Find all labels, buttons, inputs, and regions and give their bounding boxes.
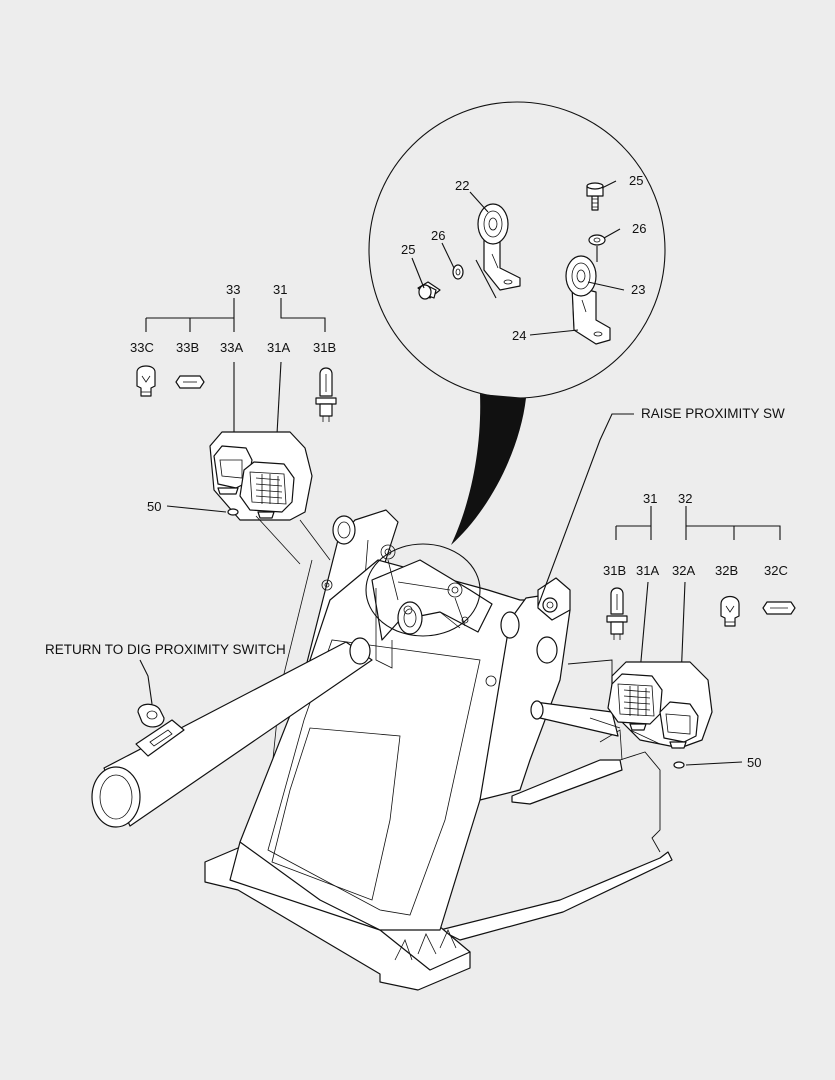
label-24: 24	[512, 328, 526, 343]
label-return-to-dig: RETURN TO DIG PROXIMITY SWITCH	[45, 642, 286, 657]
label-32b: 32B	[715, 563, 738, 578]
proximity-switch-icon	[137, 703, 165, 728]
label-50-left: 50	[147, 499, 161, 514]
bulb-33c-icon	[136, 365, 156, 397]
label-26-left: 26	[431, 228, 445, 243]
bracket-23-icon	[565, 255, 611, 345]
label-33: 33	[226, 282, 240, 297]
label-31b-right: 31B	[603, 563, 626, 578]
label-32a: 32A	[672, 563, 695, 578]
label-raise-proximity: RAISE PROXIMITY SW	[641, 406, 785, 421]
bracket-22-icon	[477, 203, 521, 291]
label-31b-left: 31B	[313, 340, 336, 355]
label-23: 23	[631, 282, 645, 297]
label-33c: 33C	[130, 340, 154, 355]
label-31a-right: 31A	[636, 563, 659, 578]
washer-26b-icon	[588, 234, 606, 246]
halogen-bulb-31b-icon	[315, 367, 337, 422]
label-25-left: 25	[401, 242, 415, 257]
label-22: 22	[455, 178, 469, 193]
bolt-25b-icon	[586, 182, 604, 211]
work-lamp-31a-icon	[239, 461, 295, 519]
left-lamp-group: 33 31 33C 33B 33A 31A 31B	[130, 282, 337, 565]
label-33b: 33B	[176, 340, 199, 355]
label-50-right: 50	[747, 755, 761, 770]
loader-frame	[91, 509, 673, 991]
return-to-dig-proximity-switch: RETURN TO DIG PROXIMITY SWITCH	[45, 642, 286, 757]
right-lamp-group: 31 32 31B 31A 32A 32B 32C	[589, 491, 796, 770]
festoon-bulb-32c-icon	[762, 601, 796, 615]
halogen-bulb-31b-right-icon	[606, 587, 628, 640]
washer-26-icon	[452, 264, 464, 280]
label-26-right: 26	[632, 221, 646, 236]
detail-inset: 22 25 26 26 25 23 24	[368, 101, 666, 545]
bolt-25-icon	[417, 281, 441, 300]
bulb-32b-icon	[720, 595, 740, 627]
label-25-right: 25	[629, 173, 643, 188]
label-32: 32	[678, 491, 692, 506]
label-31-left: 31	[273, 282, 287, 297]
label-32c: 32C	[764, 563, 788, 578]
festoon-bulb-33b-icon	[175, 375, 205, 389]
washer-50-right-icon	[673, 761, 685, 769]
inset-pointer	[451, 394, 526, 545]
label-33a: 33A	[220, 340, 243, 355]
washer-50-icon	[227, 508, 239, 516]
label-31a-left: 31A	[267, 340, 290, 355]
work-lamp-32a-icon	[659, 701, 699, 749]
label-31-right: 31	[643, 491, 657, 506]
raise-proximity-switch: RAISE PROXIMITY SW	[537, 406, 785, 621]
